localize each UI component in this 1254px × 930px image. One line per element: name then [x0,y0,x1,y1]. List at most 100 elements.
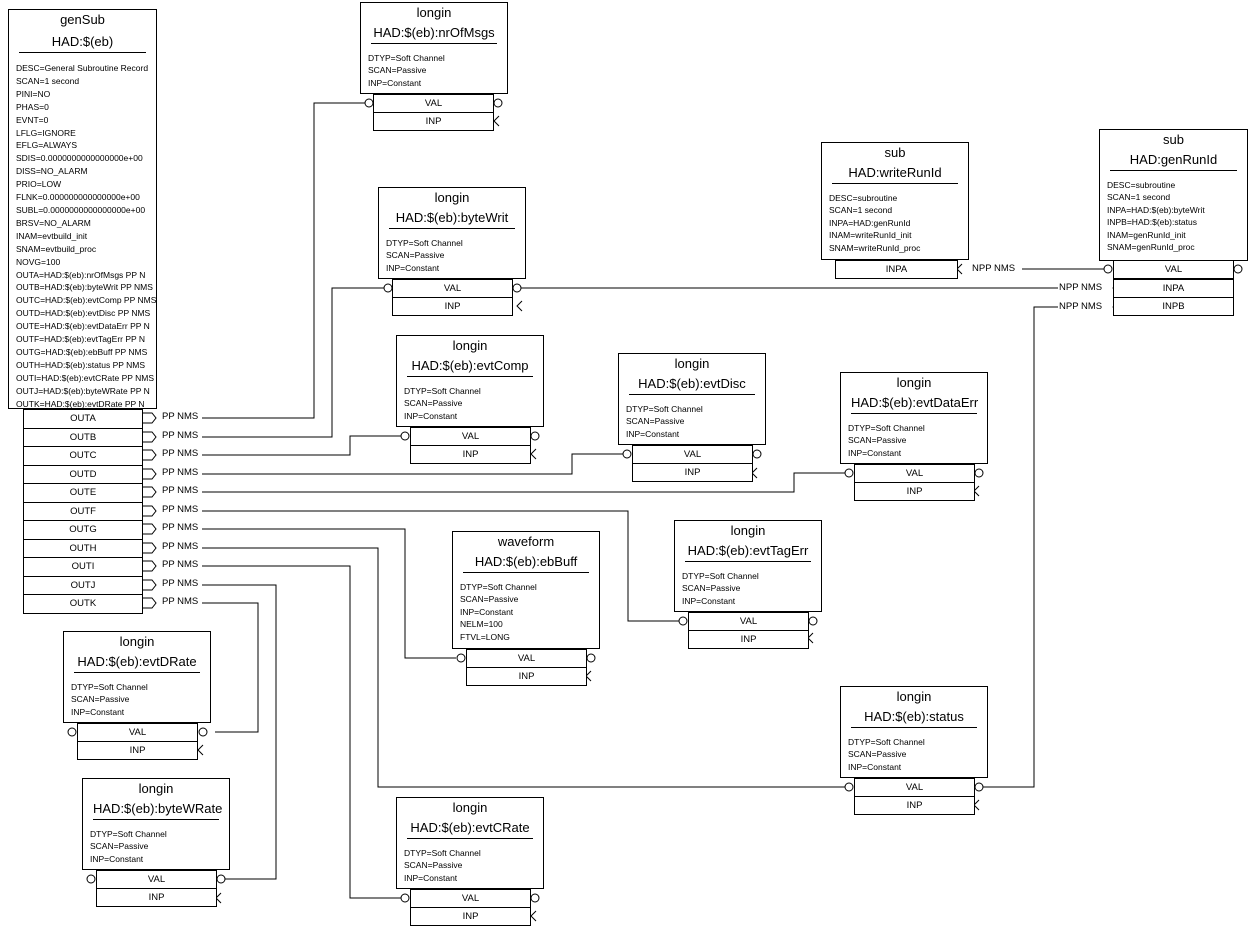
record-evttagerr[interactable]: longin HAD:$(eb):evtTagErr DTYP=Soft Cha… [674,520,822,612]
record-field: SDIS=0.0000000000000000e+00 [16,153,143,164]
gensub-link-label: PP NMS [162,577,199,590]
ebbuff-inp-port[interactable]: INP [466,667,587,686]
record-field: INPA=HAD:$(eb):byteWrit [1107,204,1205,215]
bytewrit-val-port[interactable]: VAL [392,279,513,298]
gensub-port-oute[interactable]: OUTE [23,483,143,503]
record-field: SCAN=Passive [848,749,907,760]
record-name: HAD:$(eb):nrOfMsgs [371,25,497,44]
record-type: waveform [497,534,555,549]
bytewrate-inp-port[interactable]: INP [96,888,217,907]
gensub-port-outf[interactable]: OUTF [23,501,143,521]
record-field: FTVL=LONG [460,631,510,642]
record-field: INP=Constant [460,606,514,617]
record-field: DTYP=Soft Channel [460,582,537,592]
evtdrate-val-port[interactable]: VAL [77,723,198,742]
gensub-port-outk[interactable]: OUTK [23,594,143,614]
record-name: HAD:genRunId [1110,152,1237,171]
record-field: DTYP=Soft Channel [404,848,481,858]
record-field: DTYP=Soft Channel [90,829,167,839]
record-bytewrate[interactable]: longin HAD:$(eb):byteWRate DTYP=Soft Cha… [82,778,230,870]
record-field: LFLG=IGNORE [16,127,76,138]
gensub-port-outj[interactable]: OUTJ [23,575,143,595]
record-name: HAD:$(eb):evtDisc [629,376,755,395]
record-field: DESC=subroutine [829,193,898,203]
evtcomp-val-port[interactable]: VAL [410,427,531,446]
gensub-port-outg[interactable]: OUTG [23,520,143,540]
gensub-port-outa[interactable]: OUTA [23,409,143,429]
evttagerr-val-port[interactable]: VAL [688,612,809,631]
status-inp-port[interactable]: INP [854,796,975,815]
record-status[interactable]: longin HAD:$(eb):status DTYP=Soft Channe… [840,686,988,778]
record-field: OUTJ=HAD:$(eb):byteWRate PP N [16,385,150,396]
record-field: DTYP=Soft Channel [848,423,925,433]
record-name: HAD:writeRunId [832,165,958,184]
record-field: OUTD=HAD:$(eb):evtDisc PP NMS [16,308,151,319]
bytewrit-inp-port[interactable]: INP [392,297,513,316]
gensub-link-label: PP NMS [162,466,199,479]
record-nrofmsgs[interactable]: longin HAD:$(eb):nrOfMsgs DTYP=Soft Chan… [360,2,508,94]
bytewrate-val-port[interactable]: VAL [96,870,217,889]
ebbuff-val-port[interactable]: VAL [466,649,587,668]
link-oute-evtdataerr [202,472,845,493]
genrunid-inpa-port[interactable]: INPA [1113,279,1234,298]
gensub-link-label: PP NMS [162,540,199,553]
record-field: EVNT=0 [16,114,49,125]
evtcrate-val-port[interactable]: VAL [410,889,531,908]
record-evtdisc[interactable]: longin HAD:$(eb):evtDisc DTYP=Soft Chann… [618,353,766,445]
record-field: BRSV=NO_ALARM [16,217,91,228]
evtdrate-inp-port[interactable]: INP [77,741,198,760]
record-field: SCAN=Passive [848,435,907,446]
record-name: HAD:$(eb):byteWRate [93,801,222,820]
record-type: longin [896,689,932,704]
record-bytewrit[interactable]: longin HAD:$(eb):byteWrit DTYP=Soft Chan… [378,187,526,279]
record-field: INP=Constant [90,853,144,864]
evtdataerr-val-port[interactable]: VAL [854,464,975,483]
record-field: SCAN=Passive [626,416,685,427]
record-type: longin [434,190,470,205]
nrofmsgs-val-port[interactable]: VAL [373,94,494,113]
evtdisc-inp-port[interactable]: INP [632,463,753,482]
record-evtdataerr[interactable]: longin HAD:$(eb):evtDataErr DTYP=Soft Ch… [840,372,988,464]
record-type: longin [896,375,932,390]
record-ebbuff[interactable]: waveform HAD:$(eb):ebBuff DTYP=Soft Chan… [452,531,600,649]
record-evtcrate[interactable]: longin HAD:$(eb):evtCRate DTYP=Soft Chan… [396,797,544,889]
gensub-link-label: PP NMS [162,448,199,460]
evtcrate-inp-port[interactable]: INP [410,907,531,926]
nrofmsgs-inp-port[interactable]: INP [373,112,494,131]
writerunid-inpa-port[interactable]: INPA [835,260,958,279]
record-type: longin [416,5,452,20]
gensub-port-outc[interactable]: OUTC [23,446,143,466]
record-field: DESC=subroutine [1107,180,1176,190]
record-field: OUTE=HAD:$(eb):evtDataErr PP N [16,321,150,332]
record-evtdrate[interactable]: longin HAD:$(eb):evtDRate DTYP=Soft Chan… [63,631,211,723]
record-field: PRIO=LOW [16,179,62,190]
status-val-port[interactable]: VAL [854,778,975,797]
evtcomp-inp-port[interactable]: INP [410,445,531,464]
evtdisc-val-port[interactable]: VAL [632,445,753,464]
gensub-port-outh[interactable]: OUTH [23,538,143,558]
evtdataerr-inp-port[interactable]: INP [854,482,975,501]
evttagerr-inp-port[interactable]: INP [688,630,809,649]
genrunid-val-port[interactable]: VAL [1113,260,1234,279]
link-outi-evtcrate [202,565,401,899]
record-field: DESC=General Subroutine Record [16,63,149,73]
record-field: OUTG=HAD:$(eb):ebBuff PP NMS [16,346,148,357]
genrunid-inpb-port[interactable]: INPB [1113,297,1234,316]
record-field: SCAN=Passive [682,583,741,594]
record-field: EFLG=ALWAYS [16,140,78,151]
gensub-port-outi[interactable]: OUTI [23,557,143,577]
record-field: OUTF=HAD:$(eb):evtTagErr PP N [16,334,146,345]
record-type: longin [674,356,710,371]
record-type: sub [884,145,906,160]
gensub-port-outd[interactable]: OUTD [23,464,143,484]
record-evtcomp[interactable]: longin HAD:$(eb):evtComp DTYP=Soft Chann… [396,335,544,427]
link-outa-nrofmsgs [202,102,365,419]
gensub-port-outb[interactable]: OUTB [23,427,143,447]
record-gensub[interactable]: genSub HAD:$(eb) DESC=General Subroutine… [8,9,157,409]
